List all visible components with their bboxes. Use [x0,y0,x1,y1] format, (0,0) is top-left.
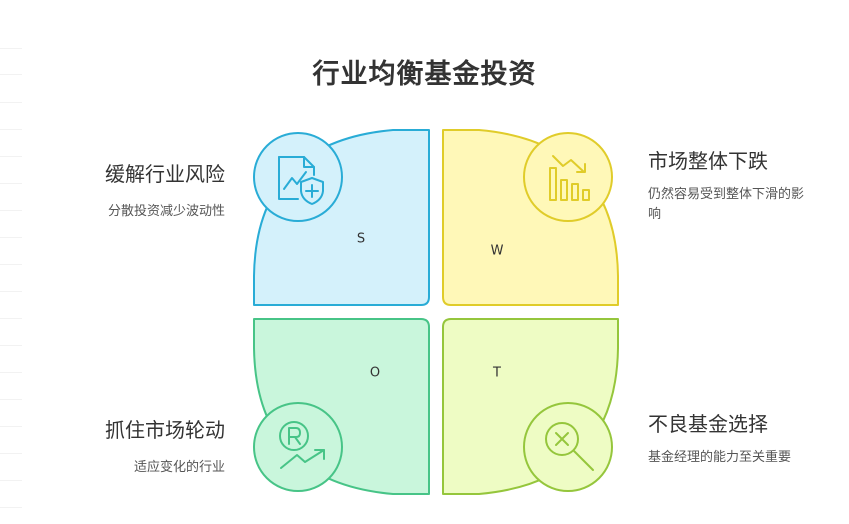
opportunity-heading: 抓住市场轮动 [105,418,225,442]
edge-rule [0,372,22,373]
weakness-heading: 市场整体下跌 [648,149,768,173]
edge-rule [0,48,22,49]
edge-rule [0,210,22,211]
edge-rule [0,453,22,454]
quadrant-letter-threat: T [493,365,501,381]
strength-description: 分散投资减少波动性 [107,204,225,219]
weakness-description: 仍然容易受到整体下滑的影响 [648,187,805,222]
edge-rule [0,129,22,130]
search-x-icon [523,402,613,492]
edge-rule [0,345,22,346]
edge-rule [0,318,22,319]
edge-rule [0,156,22,157]
quadrant-letter-weakness: W [490,243,504,259]
edge-rule [0,480,22,481]
edge-rule [0,264,22,265]
opportunity-description: 适应变化的行业 [133,460,225,475]
threat-heading: 不良基金选择 [648,412,768,436]
rising-trend-coin-icon [253,402,343,492]
document-shield-icon [253,132,343,222]
edge-rule [0,399,22,400]
edge-rule [0,102,22,103]
edge-rule [0,183,22,184]
threat-description: 基金经理的能力至关重要 [648,450,792,465]
strength-heading: 缓解行业风险 [105,162,225,186]
quadrant-letter-opportunity: O [369,365,381,381]
quadrant-letter-strength: S [356,231,366,247]
declining-bar-chart-icon [523,132,613,222]
edge-rule [0,291,22,292]
diagram-title: 行业均衡基金投资 [312,59,537,90]
edge-rule [0,74,22,75]
edge-rule [0,426,22,427]
edge-rule [0,507,22,508]
edge-rule [0,237,22,238]
